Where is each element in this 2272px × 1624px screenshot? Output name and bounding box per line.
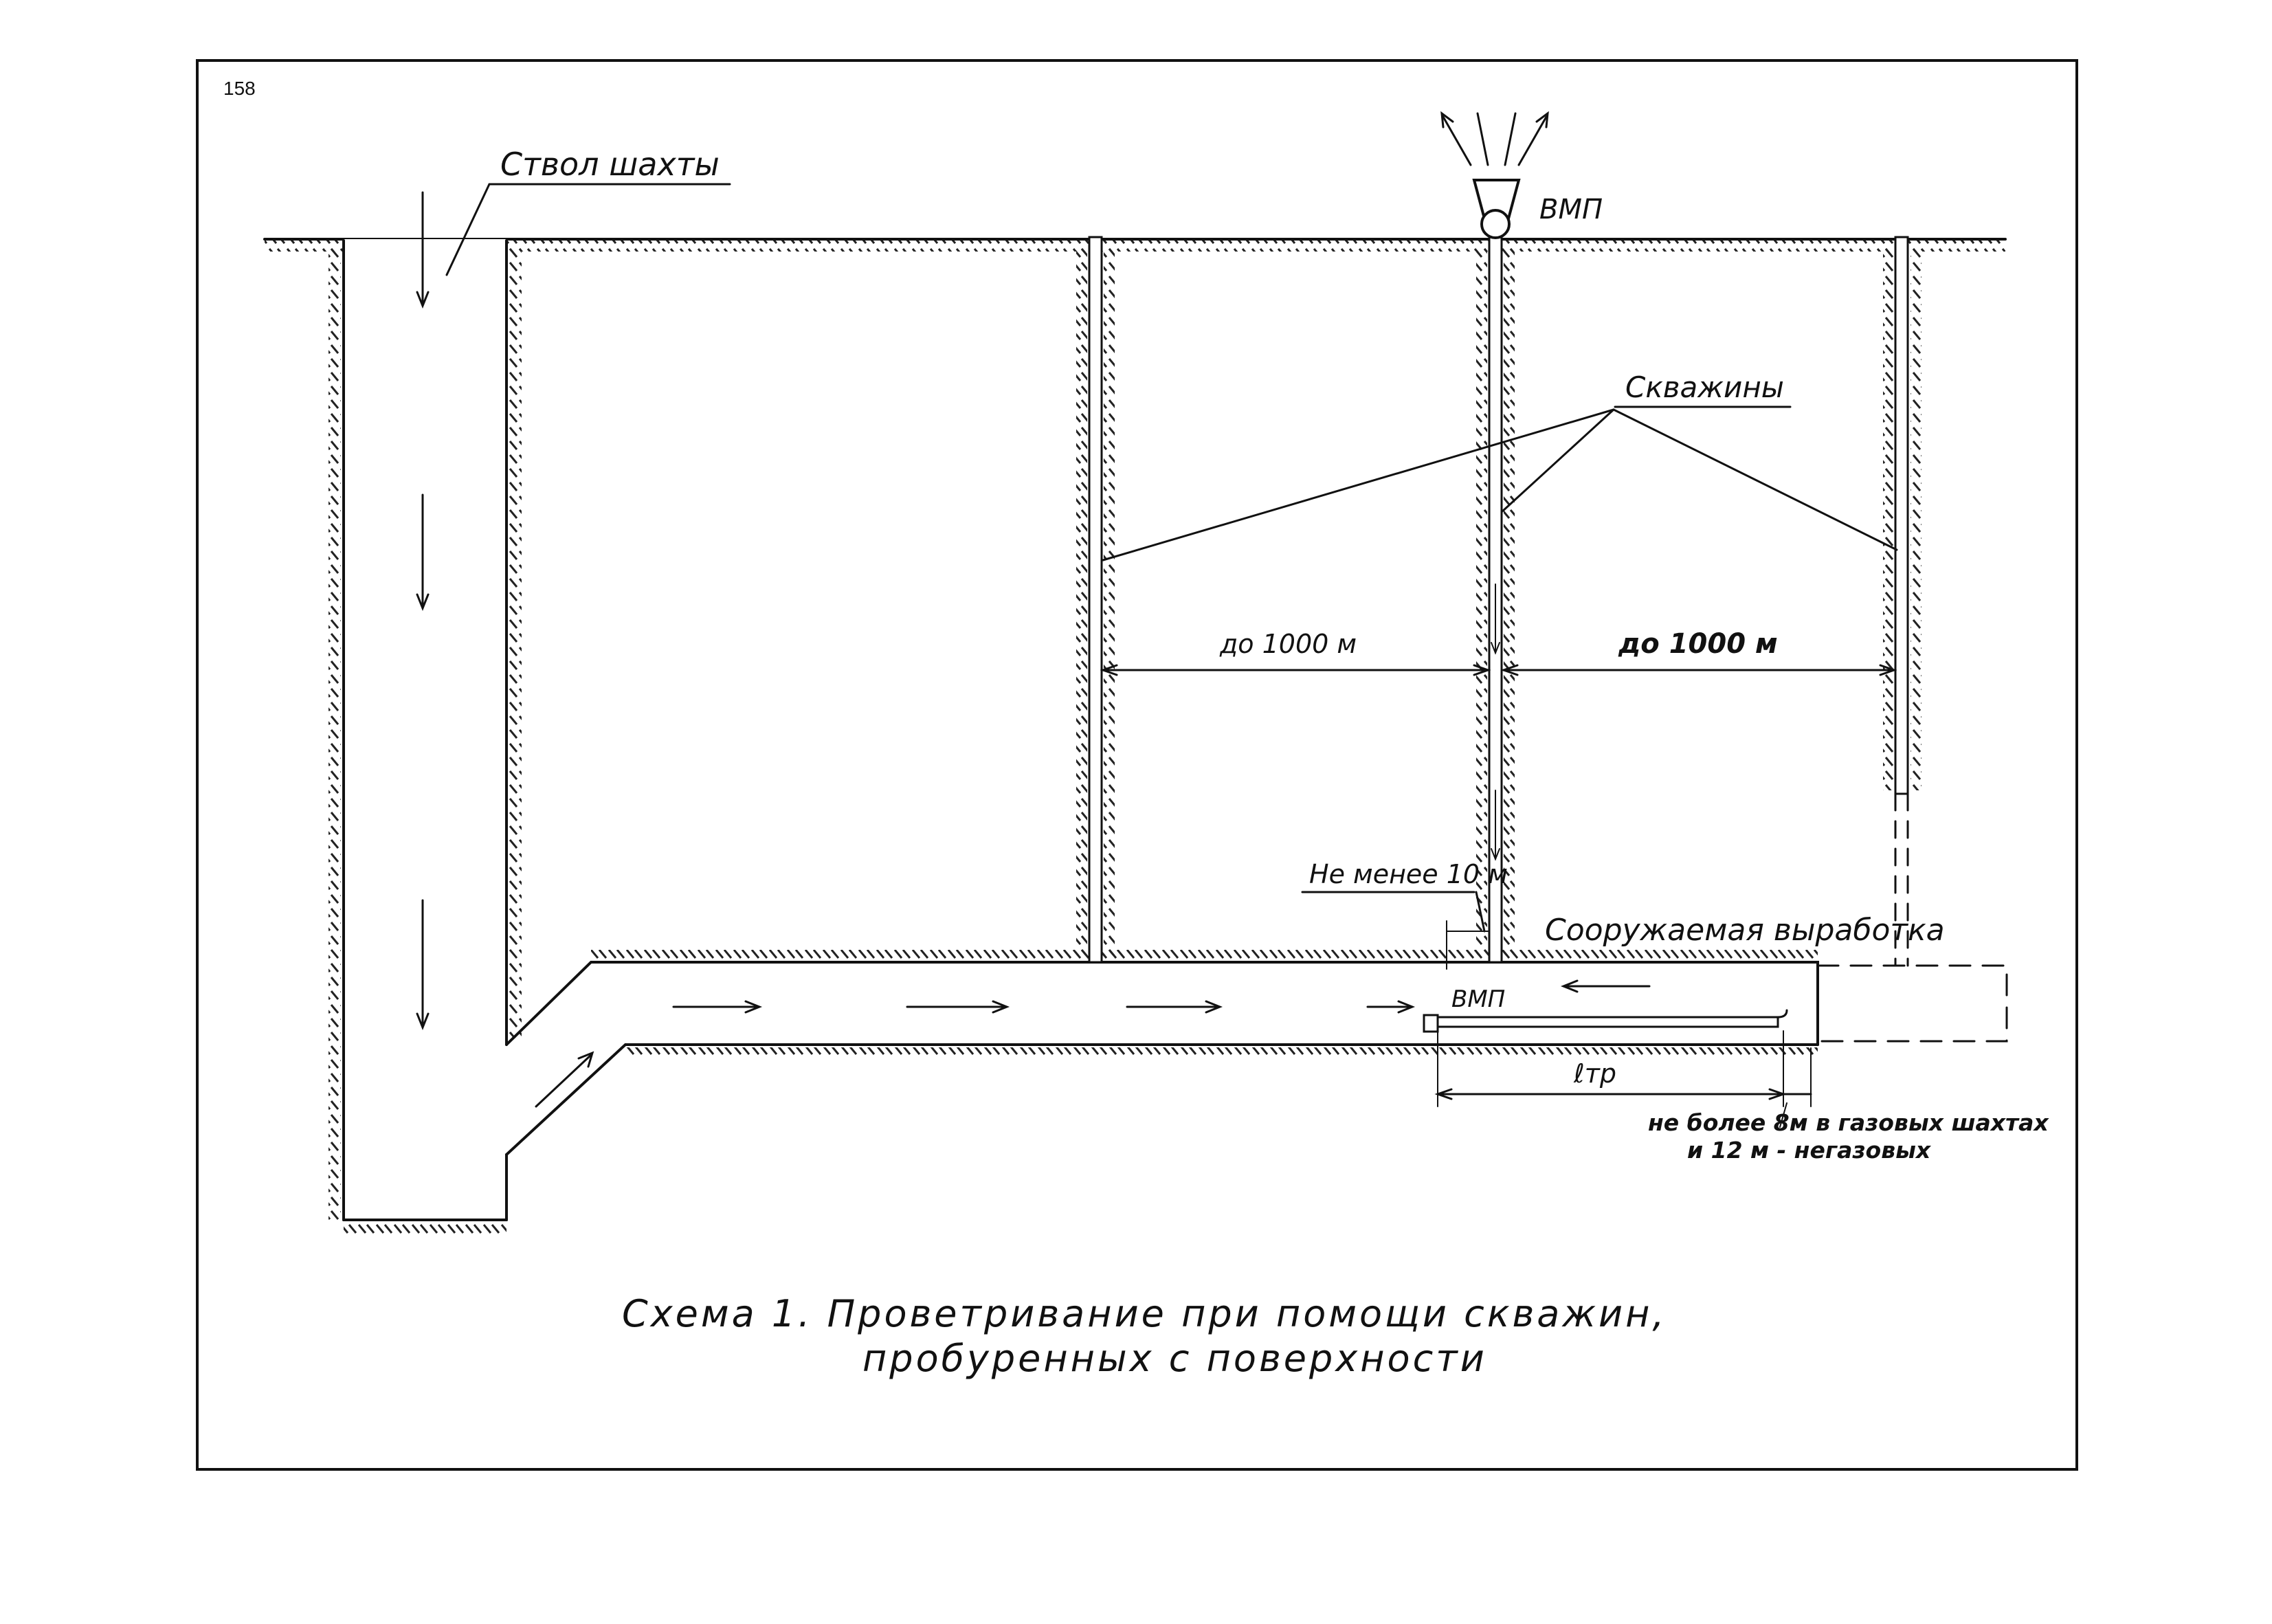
surface-fan	[1440, 111, 1549, 239]
drift-airflow-arrows	[535, 979, 1651, 1108]
drift-label: Сооружаемая выработка	[1545, 913, 1945, 948]
page-number: 158	[223, 78, 256, 99]
ground-surface	[263, 238, 2007, 252]
page-frame	[196, 59, 2078, 1471]
underground-fan-duct	[1423, 1009, 1788, 1033]
caption-line2: пробуренных с поверхности	[862, 1337, 1487, 1380]
note-line1: не более 8м в газовых шахтах	[1648, 1109, 2049, 1136]
fan-bottom-label: ВМП	[1451, 986, 1505, 1013]
caption-line1: Схема 1. Проветривание при помощи скважи…	[622, 1292, 1667, 1335]
borehole-center	[1476, 236, 1515, 964]
shaft-label-group: Ствол шахты	[445, 146, 731, 276]
distance-dimensions	[1100, 664, 1897, 676]
shaft-label: Ствол шахты	[500, 146, 720, 183]
distance-right-label: до 1000 м	[1618, 628, 1778, 660]
fan-top-label: ВМП	[1539, 194, 1603, 225]
min-distance-group: Не менее 10 м	[1301, 859, 1508, 970]
future-drift-outline	[1816, 964, 2008, 1043]
note-line2: и 12 м - негазовых	[1687, 1137, 1932, 1164]
min-distance-label: Не менее 10 м	[1309, 859, 1508, 889]
pipe-length-dimension	[1434, 1030, 1812, 1128]
boreholes-label-group: Скважины	[1102, 370, 1898, 561]
pipe-length-label: ℓтр	[1573, 1058, 1616, 1089]
borehole-left	[1076, 236, 1115, 964]
borehole-right	[1883, 236, 1922, 967]
mine-drift	[505, 950, 2008, 1156]
distance-left-label: до 1000 м	[1219, 629, 1357, 659]
shaft-airflow-arrows	[416, 191, 430, 1031]
mine-shaft	[328, 191, 522, 1235]
boreholes-label: Скважины	[1625, 370, 1784, 404]
